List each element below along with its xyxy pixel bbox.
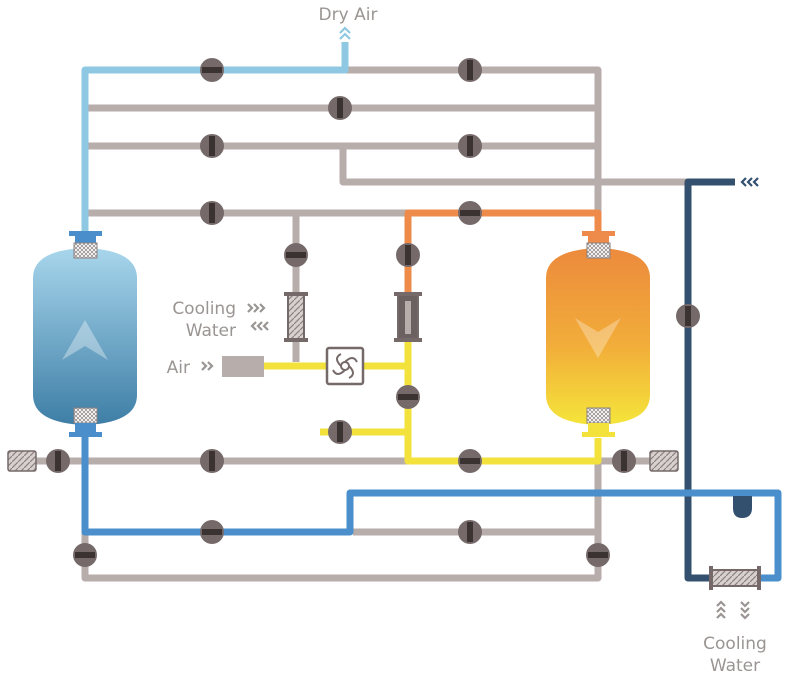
valve[interactable] — [200, 134, 224, 158]
dry-air-arrows-icon — [339, 26, 351, 40]
valve[interactable] — [586, 543, 610, 567]
chevron-down-icon — [575, 318, 621, 358]
bottom-heat-exchanger — [709, 566, 761, 590]
valve[interactable] — [458, 520, 482, 544]
drying-vessel-bottom-filter-icon — [73, 407, 98, 424]
valve[interactable] — [73, 543, 97, 567]
valve[interactable] — [396, 243, 420, 267]
cooling-water-in-arrows-icon — [247, 303, 266, 313]
valve[interactable] — [612, 449, 636, 473]
left-outlet-filter — [7, 450, 37, 472]
return-inlet-arrows-icon — [740, 177, 759, 187]
cooling-water-pipes — [81, 437, 782, 582]
valve[interactable] — [396, 385, 420, 409]
air-inlet-filter — [222, 356, 264, 377]
cooling-water-bottom-label-line2: Water — [710, 656, 760, 676]
valve[interactable] — [458, 58, 482, 82]
drying-vessel-top-filter-icon — [73, 242, 98, 259]
cooling-water-return-pipe — [684, 178, 735, 582]
valves — [46, 58, 700, 567]
valve[interactable] — [200, 520, 224, 544]
dry-air-label: Dry Air — [319, 5, 378, 25]
cooling-water-bottom-label-line1: Cooling — [703, 634, 767, 654]
cooler-heat-exchanger — [284, 292, 308, 342]
air-label: Air — [167, 358, 190, 378]
cooling-water-left-label-line2: Water — [186, 321, 236, 341]
bottom-cooling-water-in-arrows-icon — [716, 600, 726, 619]
valve[interactable] — [200, 201, 224, 225]
cooling-water-tank — [733, 496, 752, 518]
blower — [325, 346, 365, 386]
cooling-water-out-arrows-icon — [250, 321, 269, 331]
regenerating-vessel — [546, 231, 650, 437]
regenerating-vessel-top-filter-icon — [586, 242, 611, 259]
cooling-water-left-label-line1: Cooling — [172, 299, 236, 319]
valve[interactable] — [46, 449, 70, 473]
bottom-cooling-water-out-arrows-icon — [740, 601, 750, 620]
valve[interactable] — [676, 304, 700, 328]
chevron-up-icon — [62, 320, 108, 360]
regenerating-vessel-bottom-filter-icon — [586, 407, 611, 424]
fan-icon — [332, 353, 358, 379]
valve[interactable] — [458, 449, 482, 473]
valve[interactable] — [200, 58, 224, 82]
valve[interactable] — [200, 449, 224, 473]
valve[interactable] — [458, 201, 482, 225]
drying-vessel — [33, 231, 137, 437]
heater — [394, 292, 422, 342]
air-in-arrows-icon — [201, 361, 214, 371]
right-outlet-filter — [649, 450, 679, 472]
valve[interactable] — [328, 96, 352, 120]
valve[interactable] — [284, 243, 308, 267]
valve[interactable] — [328, 420, 352, 444]
valve[interactable] — [458, 134, 482, 158]
